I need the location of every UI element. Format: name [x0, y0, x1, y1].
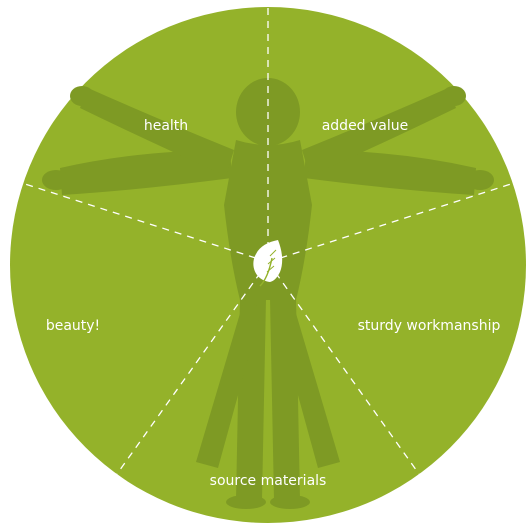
segment-label-source-materials: source materials [210, 473, 327, 489]
divider-bottom-right [267, 261, 420, 475]
segment-dividers [21, 8, 515, 475]
leaf-icon [253, 240, 283, 287]
divider-bottom-left [116, 261, 269, 475]
divider-left [21, 182, 269, 263]
divider-right [267, 182, 515, 263]
segment-label-beauty: beauty! [46, 318, 100, 334]
vitruvian-figure [42, 78, 494, 509]
segment-label-sturdy-workmanship: sturdy workmanship [358, 318, 501, 334]
segment-label-health: health [144, 118, 188, 134]
segment-label-added-value: added value [322, 118, 409, 134]
